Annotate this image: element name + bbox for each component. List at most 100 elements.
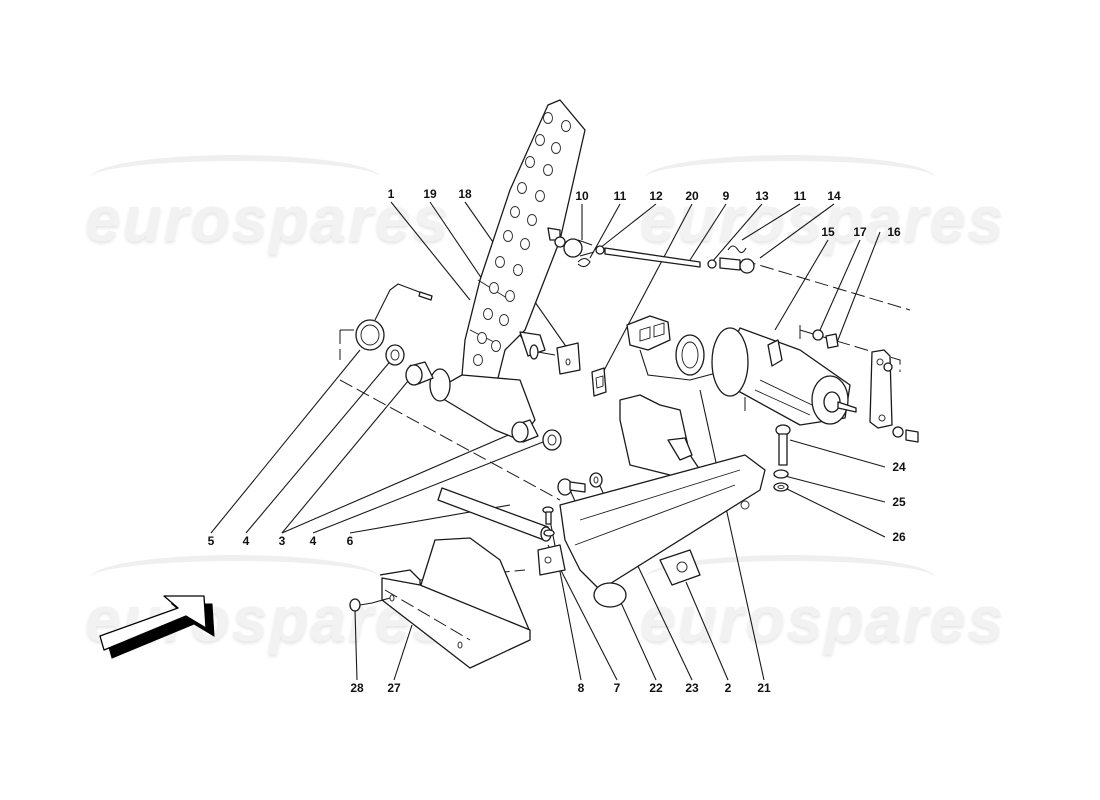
pedal-base	[537, 394, 766, 608]
bush	[511, 419, 539, 443]
washer	[892, 426, 904, 438]
leader-line	[281, 374, 414, 534]
callout-27: 27	[387, 681, 401, 695]
pedal-hole	[561, 120, 571, 132]
watermark-swoosh	[90, 555, 380, 601]
pedal-hole	[477, 332, 487, 344]
washer	[812, 329, 824, 341]
pedal-hole	[499, 314, 509, 326]
leader-line	[390, 201, 471, 301]
screw-22	[557, 472, 603, 496]
pedal-hole	[491, 340, 501, 352]
pedal-hole	[535, 190, 545, 202]
direction-arrow-icon	[99, 595, 215, 659]
pedal-arm	[429, 99, 586, 441]
pedal-hole	[489, 282, 499, 294]
callout-23: 23	[685, 681, 699, 695]
nut	[825, 333, 839, 349]
leader-line	[210, 349, 361, 534]
leader-line	[759, 203, 835, 259]
callout-4: 4	[242, 534, 250, 548]
leader-line	[281, 429, 521, 534]
leader-line	[819, 239, 861, 331]
pedal-hole	[505, 290, 515, 302]
leader-line	[784, 475, 886, 503]
pedal-hole	[525, 156, 535, 168]
callout-3: 3	[278, 534, 286, 548]
linkage-rod	[547, 227, 755, 274]
callout-25: 25	[892, 495, 906, 509]
callout-22: 22	[649, 681, 663, 695]
leader-line	[354, 609, 358, 681]
leader-line	[589, 203, 621, 259]
leader-line	[789, 439, 886, 468]
watermark-text: eurospares	[640, 583, 1006, 655]
washer-hole	[547, 434, 557, 446]
leader-line	[599, 203, 693, 379]
pedal-hole	[517, 182, 527, 194]
screw-and-bracket	[529, 342, 607, 397]
callout-11: 11	[793, 189, 807, 203]
pedal-holes	[473, 112, 571, 366]
pedal-hole	[543, 112, 553, 124]
callout-11: 11	[613, 189, 627, 203]
return-spring	[355, 283, 433, 351]
watermark-swoosh	[645, 155, 935, 201]
pedal-hole	[503, 230, 513, 242]
callout-2: 2	[724, 681, 732, 695]
leader-line	[711, 203, 763, 263]
watermark-swoosh	[645, 555, 935, 601]
pedal-hole	[495, 256, 505, 268]
nut	[905, 429, 919, 443]
callout-21: 21	[757, 681, 771, 695]
callout-1: 1	[387, 187, 395, 201]
callout-19: 19	[423, 187, 437, 201]
callout-26: 26	[892, 530, 906, 544]
callout-28: 28	[350, 681, 364, 695]
callout-24: 24	[892, 460, 906, 474]
pedal-hole	[473, 354, 483, 366]
screw-24	[773, 424, 791, 492]
leader-line	[599, 203, 657, 249]
pedal-hole	[510, 206, 520, 218]
pedal-hole	[520, 238, 530, 250]
callout-14: 14	[827, 189, 841, 203]
leader-line	[393, 624, 413, 681]
pedal-hole	[483, 308, 493, 320]
callout-8: 8	[577, 681, 585, 695]
leader-line	[699, 389, 765, 681]
callout-4: 4	[309, 534, 317, 548]
callout-12: 12	[649, 189, 663, 203]
washer-hole	[390, 349, 400, 361]
callout-17: 17	[853, 225, 867, 239]
callout-7: 7	[613, 681, 621, 695]
pedal-hole	[551, 142, 561, 154]
leader-line	[689, 203, 727, 261]
position-sensor	[711, 327, 857, 426]
leader-line	[245, 357, 394, 534]
bush	[405, 361, 434, 386]
pedal-hole	[513, 264, 523, 276]
callout-5: 5	[207, 534, 215, 548]
callout-16: 16	[887, 225, 901, 239]
callout-20: 20	[685, 189, 699, 203]
bracket-plate	[869, 349, 893, 429]
callout-6: 6	[346, 534, 354, 548]
leader-line	[312, 439, 549, 534]
callout-10: 10	[575, 189, 589, 203]
callout-9: 9	[722, 189, 730, 203]
wiring-connector	[626, 315, 721, 381]
watermark-swoosh	[90, 155, 380, 201]
leader-line	[784, 487, 886, 538]
pedal-hole	[543, 164, 553, 176]
callout-13: 13	[755, 189, 769, 203]
watermark-text: eurospares	[85, 183, 451, 255]
leader-line	[685, 581, 729, 681]
screw-8	[542, 506, 555, 537]
leader-line	[835, 231, 881, 346]
leader-line	[774, 239, 829, 331]
callout-18: 18	[458, 187, 472, 201]
callout-15: 15	[821, 225, 835, 239]
